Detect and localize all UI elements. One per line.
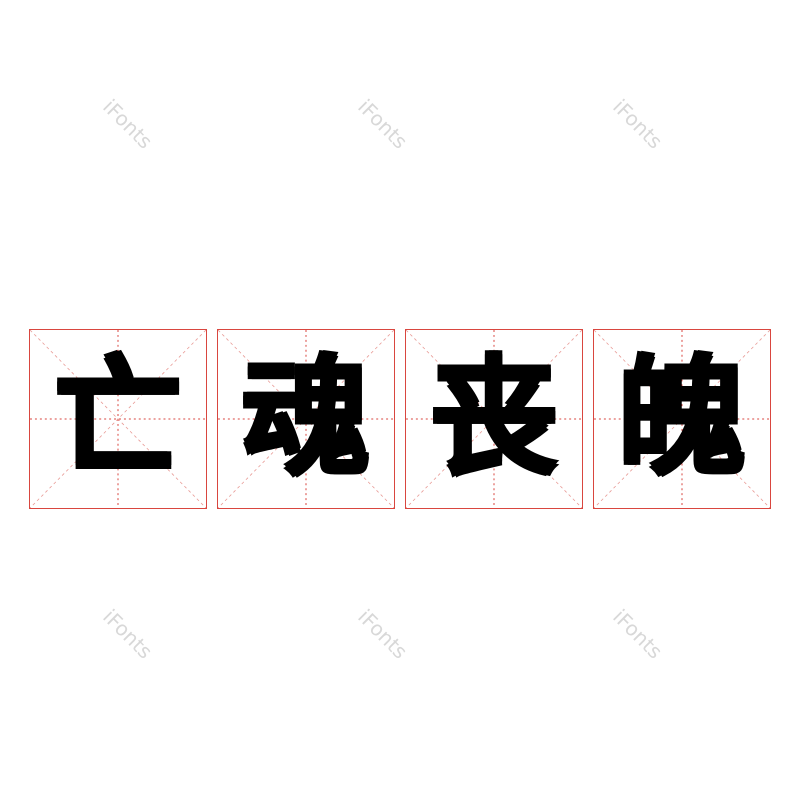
character-grid-box: 魂 [217,329,395,509]
watermark: iFonts [353,94,413,154]
character: 魂 [241,344,370,493]
character: 魄 [617,344,746,493]
character-grid-box: 丧 [405,329,583,509]
character: 亡 [53,344,182,493]
character: 丧 [429,344,558,493]
grid-guides [218,330,394,508]
watermark: iFonts [608,94,668,154]
character-grid-box: 亡 [29,329,207,509]
watermark: iFonts [353,604,413,664]
character-grid-box: 魄 [593,329,771,509]
watermark: iFonts [608,604,668,664]
watermark: iFonts [98,94,158,154]
grid-guides [594,330,770,508]
watermark: iFonts [98,604,158,664]
grid-guides [406,330,582,508]
grid-guides [30,330,206,508]
